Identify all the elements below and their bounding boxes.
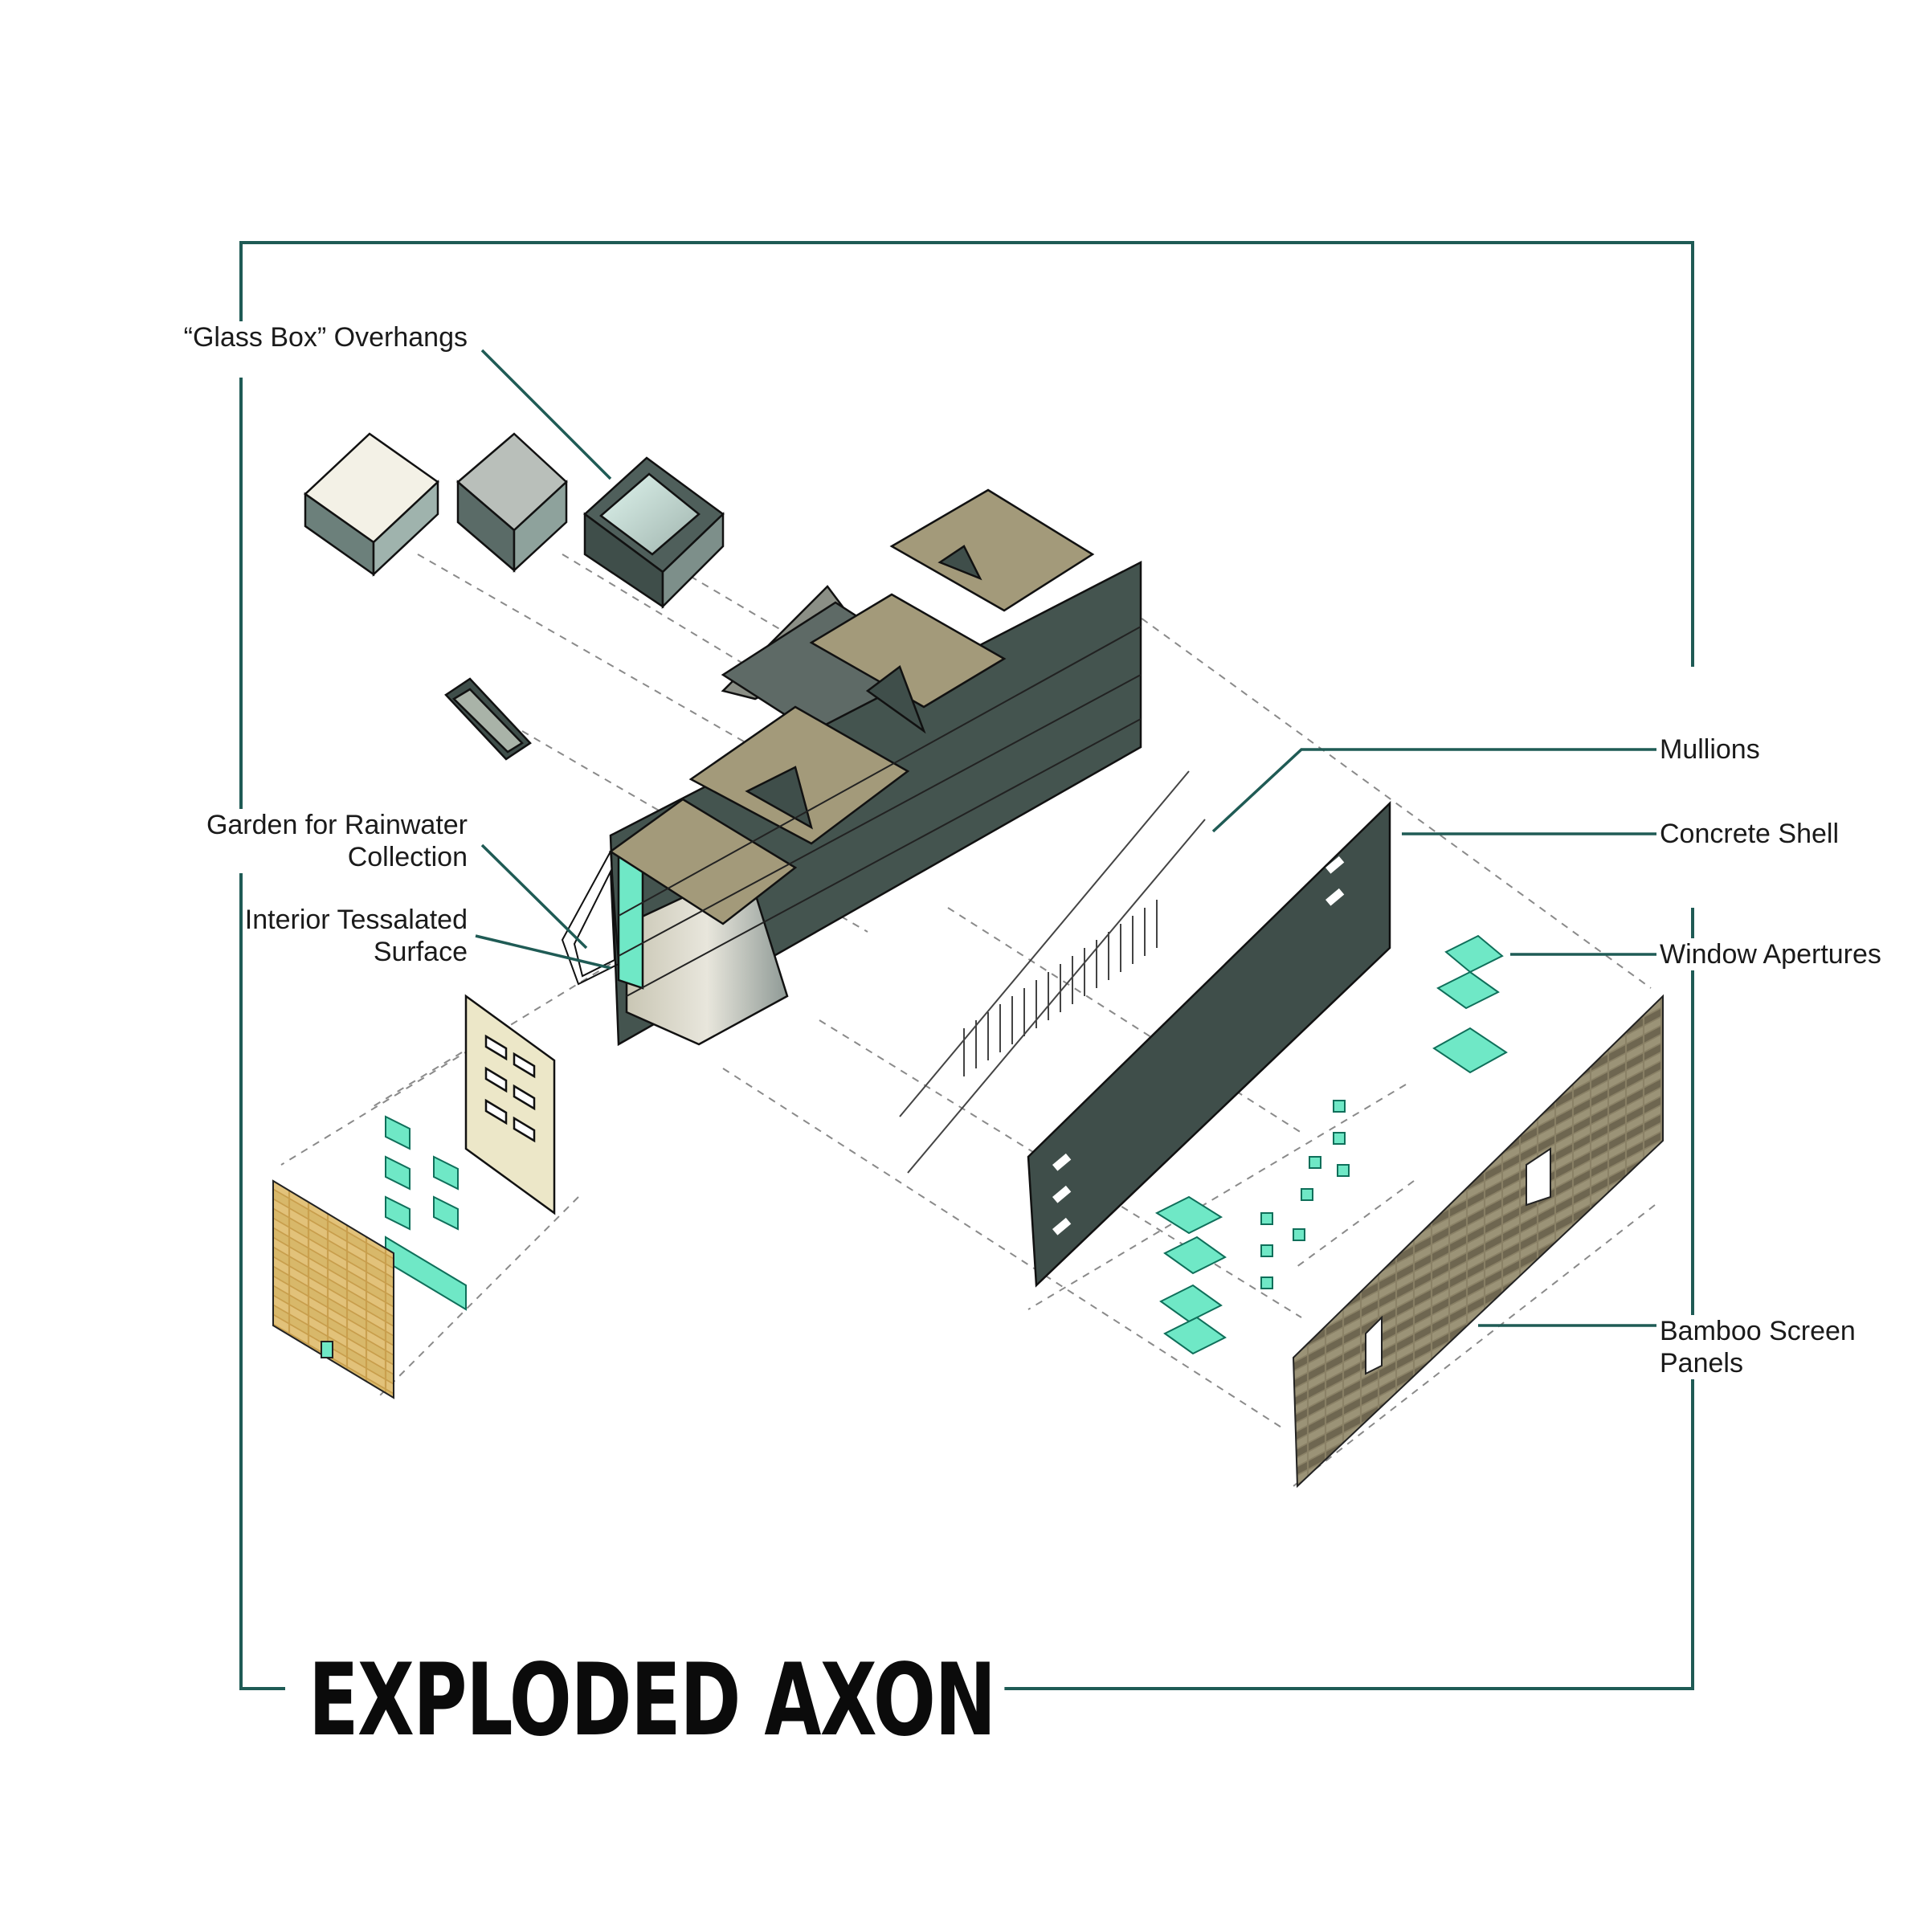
label-concrete-shell: Concrete Shell <box>1660 818 1840 850</box>
leader-interior <box>475 934 611 970</box>
frame-top-right <box>239 241 1694 667</box>
main-building <box>608 488 1142 1047</box>
label-text: Mullions <box>1660 734 1760 765</box>
label-text: Window Apertures <box>1660 939 1881 970</box>
window-apertures <box>1154 934 1508 1355</box>
label-text: Garden for Rainwater <box>206 810 468 840</box>
frame-bottom-right <box>924 908 1694 1690</box>
label-text: Concrete Shell <box>1660 819 1840 849</box>
left-glass-units <box>385 1115 467 1311</box>
label-garden-rainwater: Garden for Rainwater Collection <box>206 809 468 873</box>
label-text: Collection <box>347 842 468 872</box>
glass-box-2 <box>456 432 568 573</box>
bamboo-screen-left <box>272 1179 394 1399</box>
glass-box-3 <box>583 456 725 610</box>
leader-mullions <box>1211 748 1656 833</box>
leader-glass-box <box>480 349 612 480</box>
frame-bottom-left <box>239 964 285 1690</box>
page-title: EXPLODED AXON <box>299 1640 1005 1761</box>
label-text: Panels <box>1660 1348 1743 1379</box>
label-window-apertures: Window Apertures <box>1660 938 1881 970</box>
label-bamboo-screen-panels: Bamboo Screen Panels <box>1660 1315 1856 1379</box>
label-text: “Glass Box” Overhangs <box>183 322 468 353</box>
mullions <box>899 770 1206 1174</box>
label-text: Bamboo Screen <box>1660 1316 1856 1346</box>
bamboo-screen-right <box>1292 994 1664 1489</box>
label-text: Surface <box>373 937 468 967</box>
leader-garden <box>480 843 588 950</box>
garden-outline <box>561 848 620 986</box>
label-mullions: Mullions <box>1660 733 1760 766</box>
label-text: Interior Tessalated <box>244 905 468 935</box>
skylight-strip <box>444 677 532 761</box>
glass-box-1 <box>304 432 439 577</box>
label-interior-tessalated: Interior Tessalated Surface <box>244 904 468 968</box>
label-glass-box-overhangs: “Glass Box” Overhangs <box>183 321 468 353</box>
leader-lines <box>475 349 1656 1327</box>
cream-panel <box>464 994 556 1215</box>
concrete-shell <box>1027 801 1391 1288</box>
